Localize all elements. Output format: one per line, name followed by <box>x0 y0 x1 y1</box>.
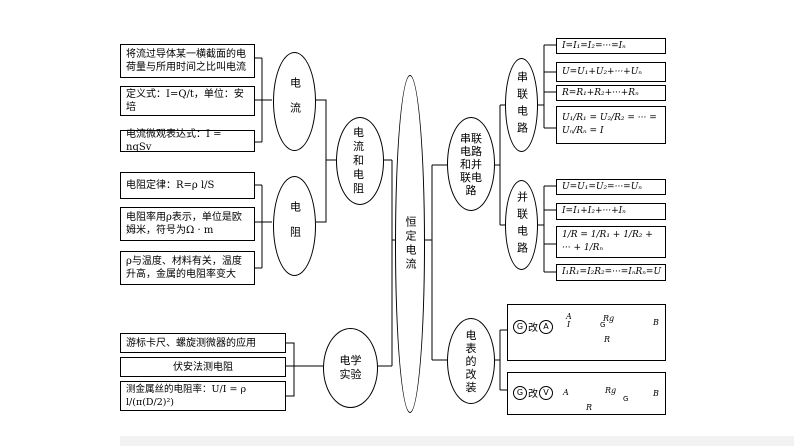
current-item-2: 定义式：I=Q/t，单位：安培 <box>120 86 255 116</box>
galvanometer-icon: G <box>513 385 527 400</box>
resistance-item-1-text: 电阻定律：R=ρ l/S <box>126 180 215 191</box>
parallel-item-1-text: U=U₁=U₂=···=Uₙ <box>562 181 642 192</box>
experiment-item-3: 测金属丝的电阻率：U/I = ρ l/(π(D/2)²) <box>120 381 286 411</box>
parallel-label: 并联电路 <box>515 191 529 259</box>
series-item-4: U₁/R₁ = U₂/R₂ = ··· = Uₙ/Rₙ = I <box>556 106 666 144</box>
circuits-oval: 串联电路和并联电路 <box>447 117 495 211</box>
center-label: 恒定电流 <box>404 216 417 272</box>
meter-oval: 电表的改装 <box>447 318 495 404</box>
circuits-label: 串联电路和并联电路 <box>460 131 482 197</box>
voltmeter-g-symbol: G <box>623 395 629 403</box>
voltmeter-rg-label: Rg <box>605 386 617 395</box>
current-resistance-oval: 电流和电阻 <box>336 117 384 205</box>
parallel-item-2: I=I₁+I₂+···+Iₙ <box>556 203 666 220</box>
ammeter-title: G 改 A <box>513 319 553 334</box>
ammeter-current-label: I <box>567 320 571 329</box>
galvanometer-icon: G <box>513 319 527 334</box>
experiment-item-2-text: 伏安法测电阻 <box>173 361 233 373</box>
experiment-item-1: 游标卡尺、螺旋测微器的应用 <box>120 333 286 353</box>
resistance-item-1: 电阻定律：R=ρ l/S <box>120 172 255 199</box>
meter-label: 电表的改装 <box>465 328 477 394</box>
current-oval: 电流 <box>273 52 316 151</box>
series-oval: 串联电路 <box>505 58 538 152</box>
ammeter-terminal-a: A <box>566 312 572 321</box>
parallel-item-3-text: 1/R = 1/R₁ + 1/R₂ + ··· + 1/Rₙ <box>562 230 653 253</box>
series-item-4-text: U₁/R₁ = U₂/R₂ = ··· = Uₙ/Rₙ = I <box>562 113 657 136</box>
voltmeter-box <box>507 372 666 415</box>
series-item-3-text: R=R₁+R₂+···+Rₙ <box>562 87 639 98</box>
series-label: 串联电路 <box>515 71 529 139</box>
current-label: 电流 <box>288 76 302 127</box>
parallel-item-3: 1/R = 1/R₁ + 1/R₂ + ··· + 1/Rₙ <box>556 226 666 258</box>
center-oval: 恒定电流 <box>395 75 425 413</box>
current-item-1: 将流过导体某一横截面的电荷量与所用时间之比叫电流 <box>120 44 255 78</box>
current-resistance-label: 电流和电阻 <box>353 126 367 195</box>
voltmeter-to-text: 改 <box>528 389 538 400</box>
parallel-item-2-text: I=I₁+I₂+···+Iₙ <box>562 206 626 216</box>
series-item-2-text: U=U₁+U₂+···+Uₙ <box>562 66 642 77</box>
experiment-item-1-text: 游标卡尺、螺旋测微器的应用 <box>126 337 256 349</box>
experiment-item-2: 伏安法测电阻 <box>120 357 286 377</box>
resistance-item-3: ρ与温度、材料有关，温度升高，金属的电阻率变大 <box>120 251 255 285</box>
experiment-item-3-text: 测金属丝的电阻率：U/I = ρ l/(π(D/2)²) <box>126 384 247 408</box>
ammeter-to-text: 改 <box>528 323 538 334</box>
resistance-item-3-text: ρ与温度、材料有关，温度升高，金属的电阻率变大 <box>126 256 242 280</box>
current-item-2-text: 定义式：I=Q/t，单位：安培 <box>126 89 244 113</box>
series-item-3: R=R₁+R₂+···+Rₙ <box>556 85 666 101</box>
experiment-oval: 电学实验 <box>323 328 378 408</box>
ammeter-g-symbol: G <box>600 321 606 329</box>
ammeter-box <box>507 304 666 361</box>
series-item-2: U=U₁+U₂+···+Uₙ <box>556 62 666 82</box>
ammeter-rg-label: Rg <box>603 314 615 323</box>
parallel-item-4: I₁R₁=I₂R₂=···=IₙRₙ=U <box>556 264 666 281</box>
resistance-item-2-text: 电阻率用ρ表示，单位是欧姆米，符号为Ω · m <box>126 212 242 236</box>
ammeter-icon: A <box>539 319 553 334</box>
voltmeter-title: G 改 V <box>513 385 553 400</box>
ammeter-r-label: R <box>604 335 611 344</box>
voltmeter-terminal-b: B <box>653 389 659 398</box>
parallel-item-1: U=U₁=U₂=···=Uₙ <box>556 179 666 195</box>
current-item-3: 电流微观表达式：I = nqSv <box>120 129 255 153</box>
parallel-oval: 并联电路 <box>505 180 538 270</box>
resistance-label: 电阻 <box>288 201 302 251</box>
resistance-oval: 电阻 <box>273 176 316 276</box>
parallel-item-4-text: I₁R₁=I₂R₂=···=IₙRₙ=U <box>562 267 662 277</box>
bottom-strip <box>120 436 794 446</box>
voltmeter-r-label: R <box>586 403 593 412</box>
voltmeter-terminal-a: A <box>563 388 569 397</box>
series-item-1: I=I₁=I₂=···=Iₙ <box>556 38 666 54</box>
voltmeter-icon: V <box>539 385 553 400</box>
resistance-item-2: 电阻率用ρ表示，单位是欧姆米，符号为Ω · m <box>120 207 255 241</box>
current-item-1-text: 将流过导体某一横截面的电荷量与所用时间之比叫电流 <box>126 49 246 73</box>
ammeter-terminal-b: B <box>653 318 659 327</box>
series-item-1-text: I=I₁=I₂=···=Iₙ <box>562 40 626 51</box>
experiment-label: 电学实验 <box>339 354 362 381</box>
current-item-3-text: 电流微观表达式：I = nqSv <box>126 129 222 153</box>
